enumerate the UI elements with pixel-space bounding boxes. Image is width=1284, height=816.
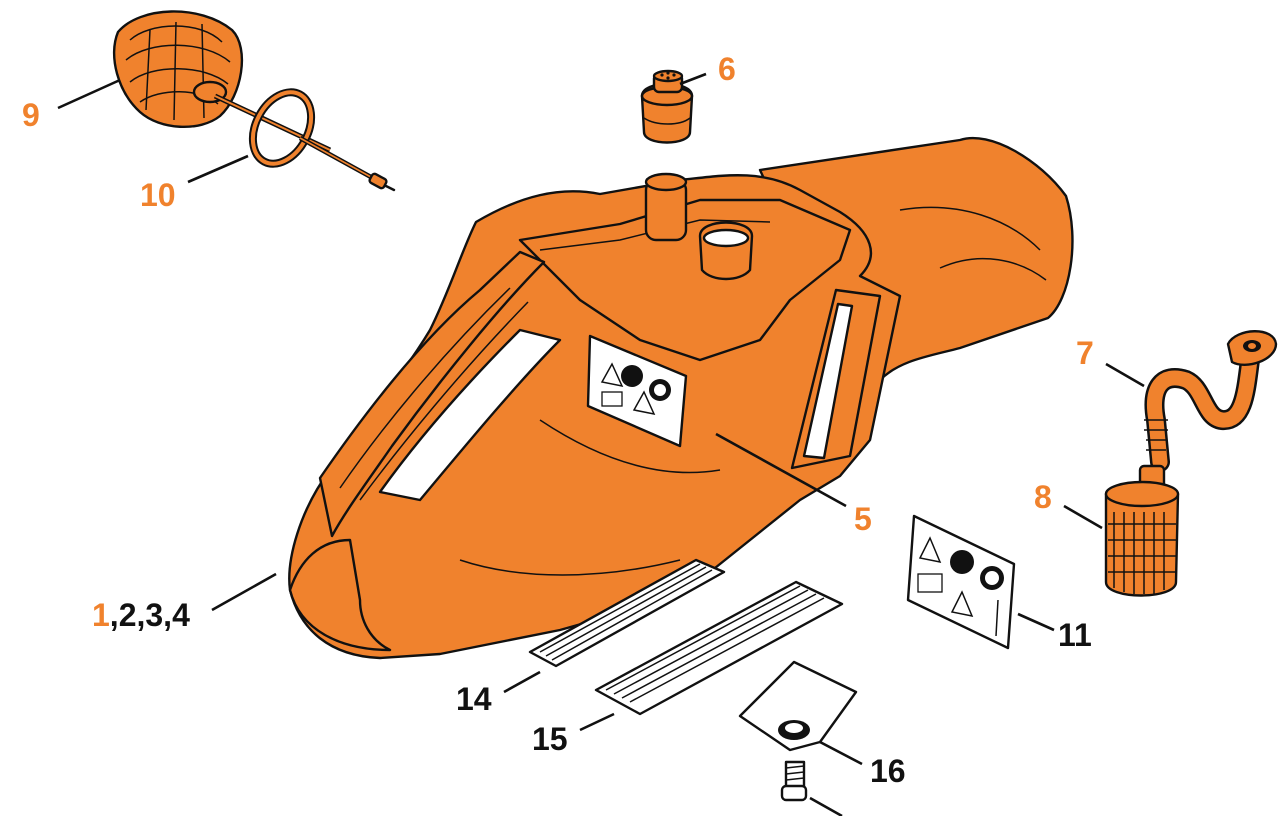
callout-10: 10 bbox=[140, 177, 176, 213]
part-7-fuel-hose[interactable] bbox=[1144, 330, 1278, 472]
part-5-warning-label[interactable] bbox=[586, 334, 688, 448]
screw[interactable] bbox=[780, 760, 808, 802]
callout-16: 16 bbox=[870, 753, 906, 789]
callout-2-3-4: ,2,3,4 bbox=[110, 597, 190, 633]
part-10-seal-ring[interactable] bbox=[241, 82, 396, 192]
callout-6: 6 bbox=[718, 51, 736, 87]
callout-11: 11 bbox=[1058, 617, 1092, 653]
part-8-fuel-filter[interactable] bbox=[1104, 464, 1180, 597]
callout-8: 8 bbox=[1034, 479, 1052, 515]
callout-1-highlight: 1 bbox=[92, 597, 110, 633]
part-1-tank-housing[interactable] bbox=[288, 136, 1074, 660]
part-15-grip-strip[interactable] bbox=[594, 580, 844, 716]
callout-5: 5 bbox=[854, 501, 872, 537]
callout-14: 14 bbox=[456, 681, 492, 717]
part-6-filler-cap[interactable] bbox=[640, 69, 694, 144]
callout-1-2-3-4: 1,2,3,4 bbox=[92, 597, 190, 633]
part-14-grip-strip[interactable] bbox=[528, 558, 726, 668]
callout-labels: 9 10 6 7 8 5 11 1,2,3,4 14 15 16 bbox=[22, 51, 1094, 789]
callout-7: 7 bbox=[1076, 335, 1094, 371]
part-9-oil-pump[interactable] bbox=[112, 10, 332, 153]
callout-9: 9 bbox=[22, 97, 40, 133]
leader-lines bbox=[57, 72, 1145, 816]
part-16-cover-plate[interactable] bbox=[738, 660, 858, 752]
part-11-warning-label[interactable] bbox=[906, 514, 1016, 650]
callout-15: 15 bbox=[532, 721, 568, 757]
